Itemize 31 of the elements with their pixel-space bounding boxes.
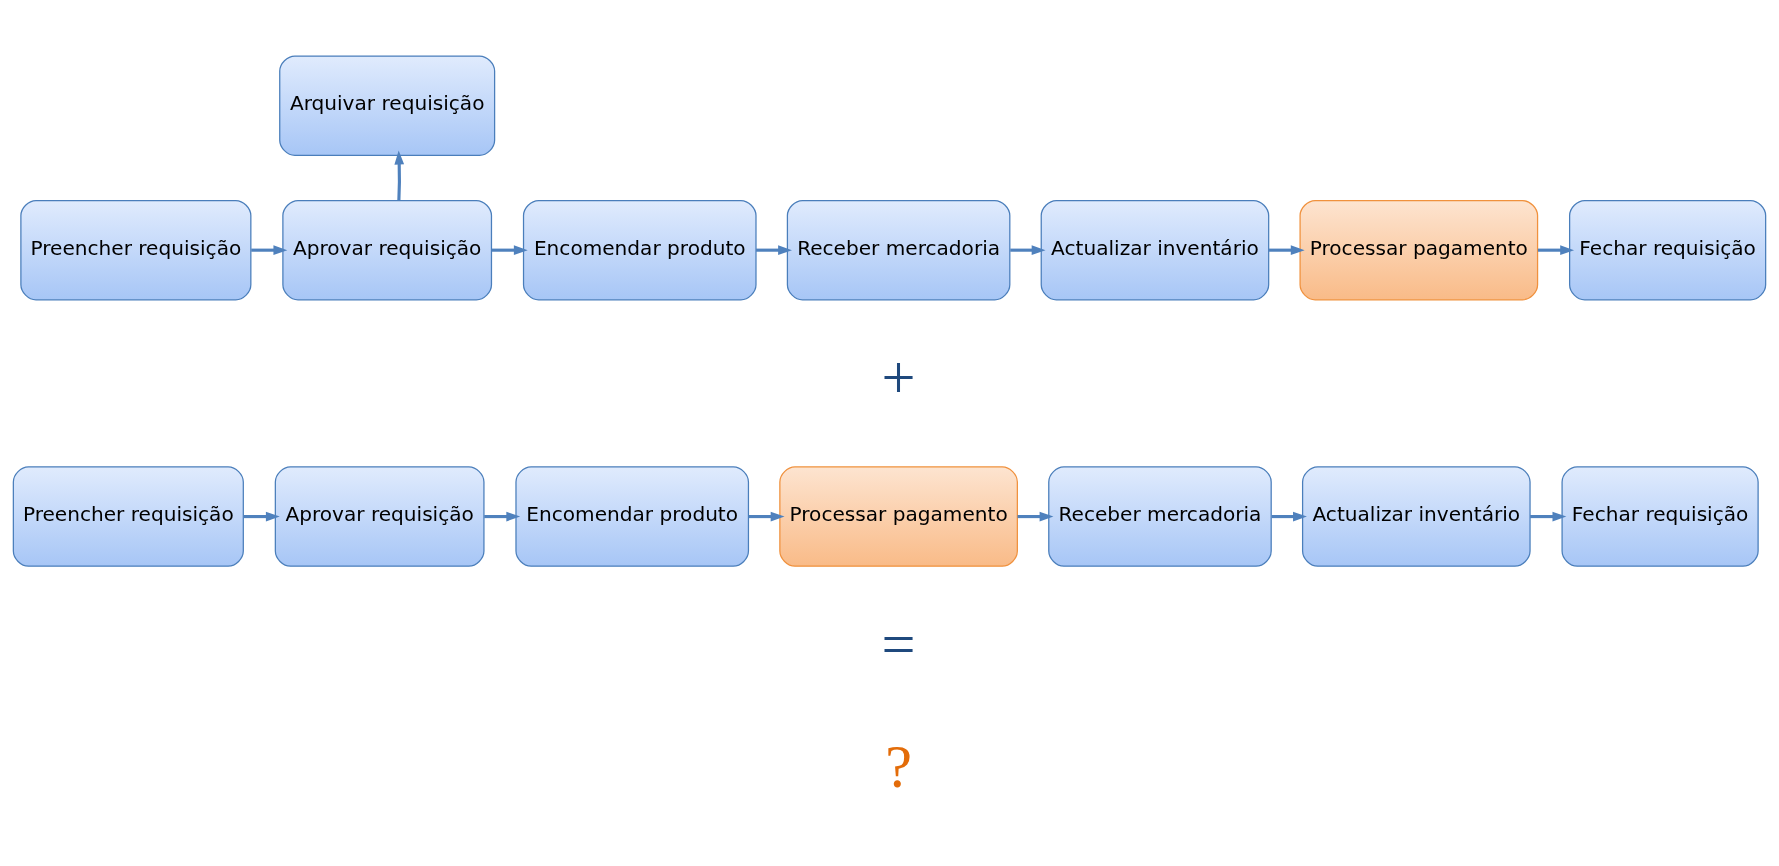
node-box: Receber mercadoria bbox=[786, 199, 1011, 301]
arrow bbox=[243, 511, 280, 522]
arrow bbox=[394, 150, 405, 201]
label: = bbox=[881, 610, 916, 678]
arrow bbox=[484, 511, 521, 522]
arrow bbox=[1017, 511, 1054, 522]
arrow bbox=[491, 245, 528, 256]
node-box: Encomendar produto bbox=[522, 199, 757, 301]
label: + bbox=[881, 344, 916, 412]
arrow bbox=[748, 511, 785, 522]
label: ? bbox=[885, 732, 912, 800]
arrow bbox=[251, 245, 288, 256]
node-box: Processar pagamento bbox=[1299, 199, 1539, 301]
node-box: Preencher requisição bbox=[20, 199, 252, 301]
arrow bbox=[1268, 245, 1305, 256]
node-box: Actualizar inventário bbox=[1301, 466, 1531, 567]
node-box: Arquivar requisição bbox=[279, 55, 496, 156]
node-box: Receber mercadoria bbox=[1048, 466, 1272, 567]
node-box: Encomendar produto bbox=[515, 466, 750, 567]
node-box: Fechar requisição bbox=[1561, 466, 1759, 567]
node-box: Actualizar inventário bbox=[1040, 199, 1270, 301]
arrow bbox=[756, 245, 792, 256]
node-box: Aprovar requisição bbox=[274, 466, 485, 567]
node-box: Fechar requisição bbox=[1569, 199, 1767, 301]
node-box: Processar pagamento bbox=[779, 466, 1018, 567]
arrow bbox=[1537, 245, 1575, 256]
node-box: Preencher requisição bbox=[12, 466, 244, 567]
arrow bbox=[1010, 245, 1046, 256]
node-box: Aprovar requisição bbox=[282, 199, 493, 301]
arrow bbox=[1271, 511, 1307, 522]
arrow bbox=[1530, 511, 1567, 522]
